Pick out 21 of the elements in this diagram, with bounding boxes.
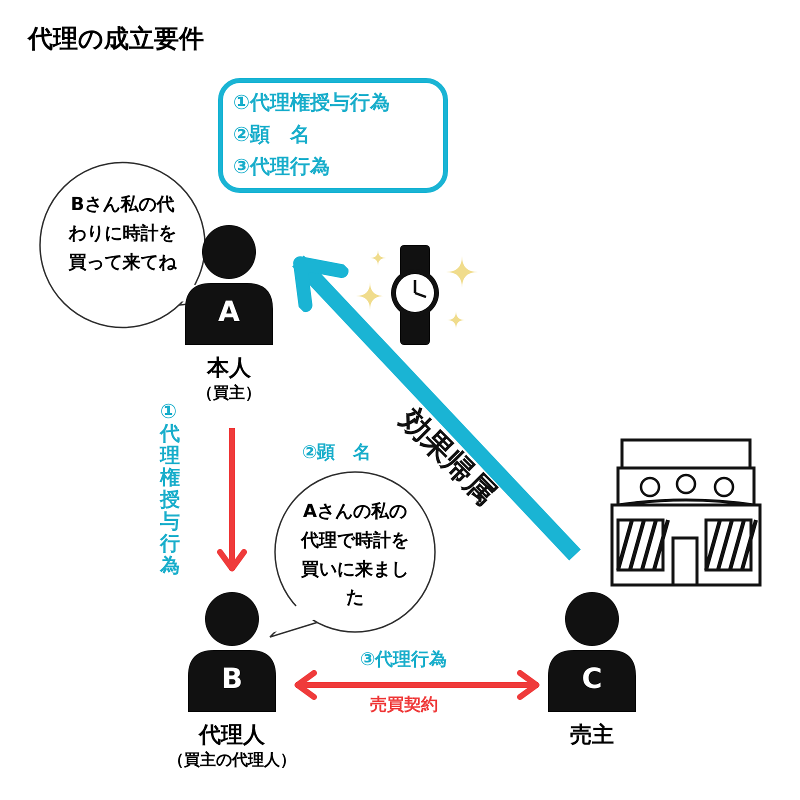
note-label: ②顕 名 (302, 441, 372, 464)
person-letter: A (217, 295, 241, 328)
person-letter: C (580, 662, 604, 695)
person-letter: B (220, 662, 244, 695)
role-label: 売主 (570, 722, 614, 750)
edge-label: ③代理行為 (360, 647, 448, 671)
requirements-box (218, 78, 448, 193)
speech-text: Bさん私の代わりに時計を買って来てね (68, 193, 178, 275)
role-label: （買主） (197, 383, 261, 404)
role-label: 代理人 (199, 722, 265, 750)
arrow (217, 428, 247, 572)
arrow (294, 670, 540, 700)
role-label: （買主の代理人） (168, 750, 296, 771)
diagram-title: 代理の成立要件 (28, 23, 204, 55)
requirement-item: ②顕 名 (233, 121, 310, 148)
role-label: 本人 (207, 355, 251, 383)
speech-text: Aさんの私の代理で時計を買いに来ました (301, 500, 409, 610)
edge-label: ①代理権授与行為 (160, 400, 180, 576)
note-label: 売買契約 (370, 694, 438, 716)
requirement-item: ③代理行為 (233, 153, 330, 180)
requirement-item: ①代理権授与行為 (233, 89, 390, 116)
